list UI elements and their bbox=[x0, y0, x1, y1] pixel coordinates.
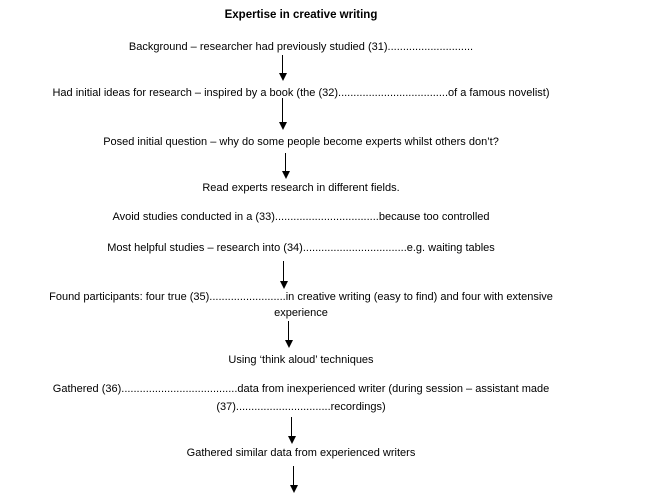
step-initial-question: Posed initial question – why do some peo… bbox=[103, 136, 499, 148]
step-think-aloud: Using ‘think aloud’ techniques bbox=[228, 354, 374, 366]
arrow-head bbox=[284, 340, 293, 348]
arrow-stem bbox=[293, 466, 294, 485]
arrow-head bbox=[279, 281, 288, 289]
arrow-head bbox=[287, 436, 296, 444]
step-helpful-studies: Most helpful studies – research into (34… bbox=[107, 242, 495, 254]
arrow-stem bbox=[291, 417, 292, 436]
step-gathered-data-cont: (37)...............................recor… bbox=[216, 401, 386, 413]
arrow-head bbox=[278, 73, 287, 81]
down-arrow-3 bbox=[281, 153, 290, 179]
step-gathered-experienced: Gathered similar data from experienced w… bbox=[186, 447, 416, 459]
step-gathered-data: Gathered (36)...........................… bbox=[52, 383, 550, 395]
down-arrow-6 bbox=[287, 417, 296, 444]
down-arrow-7 bbox=[289, 466, 298, 493]
down-arrow-5 bbox=[284, 321, 293, 348]
down-arrow-1 bbox=[278, 55, 287, 81]
page-title: Expertise in creative writing bbox=[224, 9, 378, 21]
down-arrow-4 bbox=[279, 261, 288, 289]
arrow-head bbox=[289, 485, 298, 493]
step-participants: Found participants: four true (35)......… bbox=[49, 291, 553, 303]
step-avoid-studies: Avoid studies conducted in a (33).......… bbox=[112, 211, 490, 223]
arrow-stem bbox=[285, 153, 286, 171]
step-read-research: Read experts research in different field… bbox=[202, 182, 400, 194]
step-background: Background – researcher had previously s… bbox=[128, 41, 474, 53]
arrow-stem bbox=[283, 261, 284, 281]
arrow-head bbox=[278, 122, 287, 130]
arrow-stem bbox=[282, 55, 283, 73]
arrow-stem bbox=[288, 321, 289, 340]
step-initial-ideas: Had initial ideas for research – inspire… bbox=[52, 87, 550, 99]
step-participants-cont: experience bbox=[274, 307, 328, 319]
down-arrow-2 bbox=[278, 98, 287, 130]
arrow-head bbox=[281, 171, 290, 179]
arrow-stem bbox=[282, 98, 283, 122]
